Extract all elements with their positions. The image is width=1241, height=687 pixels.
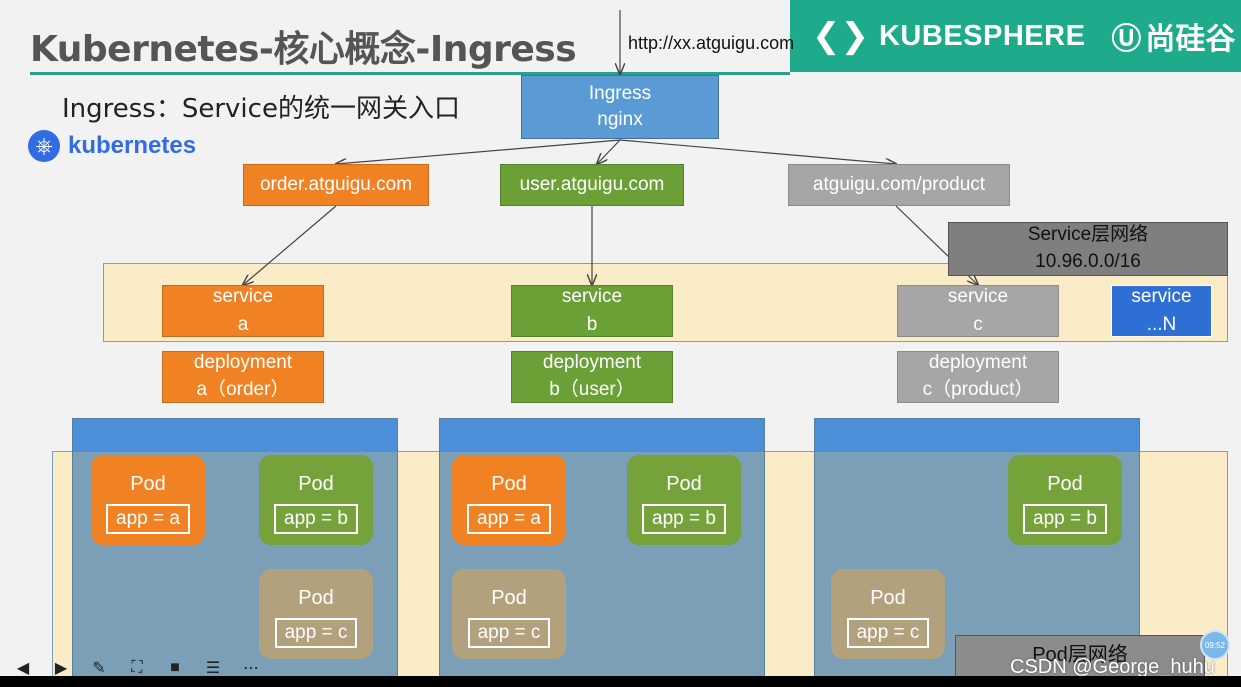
service-label: service (561, 286, 623, 308)
service-name: a (237, 314, 249, 335)
pod-app-label: app = c (467, 618, 551, 648)
deployment-label: deployment (928, 352, 1028, 374)
video-icon[interactable]: ■ (170, 659, 180, 676)
player-toolbar: ◀ ▶ ✎ ⛶ ■ ☰ ⋯ (10, 657, 264, 676)
slide-title: Kubernetes-核心概念-Ingress (30, 29, 577, 70)
pod-card: Pod app = c (452, 569, 566, 659)
order-to-service-a-arrow (243, 205, 337, 285)
title-underline (30, 72, 790, 75)
bottom-black-bar (0, 676, 1241, 687)
pod-card: Pod app = b (259, 455, 373, 545)
service-network-title: Service层网络 (1027, 224, 1149, 246)
helm-wheel-icon: ⎈ (28, 130, 60, 162)
atguigu-icon: Ⓤ (1111, 23, 1142, 56)
pod-app-label: app = c (846, 618, 930, 648)
kubernetes-logo: ⎈ kubernetes (28, 126, 214, 166)
pod-label: Pod (491, 473, 527, 495)
node-header (440, 419, 764, 452)
pod-label: Pod (298, 587, 334, 609)
service-name: ...N (1146, 314, 1177, 335)
brand-banner: ❮❯ KUBESPHERE Ⓤ 尚硅谷 (790, 0, 1241, 72)
ingress-to-order-arrow (336, 139, 621, 164)
deployment-a: deployment a（order） (162, 351, 324, 403)
pod-card: Pod app = c (259, 569, 373, 659)
route-user: user.atguigu.com (500, 164, 684, 206)
ingress-to-product-arrow (619, 139, 896, 164)
service-name: c (973, 314, 983, 335)
service-network-cidr: 10.96.0.0/16 (1035, 251, 1141, 272)
pod-label: Pod (491, 587, 527, 609)
ingress-url: http://xx.atguigu.com (628, 33, 795, 53)
ingress-nginx-box: Ingress nginx (521, 75, 719, 139)
watermark: CSDN @George_huhu (1010, 656, 1215, 676)
route-label: user.atguigu.com (519, 174, 665, 196)
pod-card: Pod app = a (91, 455, 205, 545)
deployment-label: deployment (193, 352, 293, 374)
ingress-to-user-arrow (597, 139, 621, 164)
pod-network-title: Pod层网络 (1032, 644, 1128, 666)
service-label: service (1131, 286, 1192, 308)
kubesphere-brand: KUBESPHERE (878, 19, 1086, 52)
deployment-name: b（user） (549, 379, 635, 400)
pod-card: Pod app = b (1008, 455, 1122, 545)
pod-app-label: app = b (642, 504, 726, 534)
pod-card: Pod app = c (831, 569, 945, 659)
route-label: atguigu.com/product (812, 174, 986, 196)
atguigu-brand: 尚硅谷 (1145, 23, 1236, 56)
node-header (73, 419, 397, 452)
zoom-icon[interactable]: ⛶ (131, 659, 143, 676)
subtitle-icon[interactable]: ☰ (205, 660, 221, 676)
service-label: service (947, 286, 1009, 308)
kubesphere-icon: ❮❯ (812, 17, 869, 55)
route-label: order.atguigu.com (259, 174, 413, 196)
service-name: b (586, 314, 598, 335)
pod-card: Pod app = b (627, 455, 741, 545)
deployment-c: deployment c（product） (897, 351, 1059, 403)
pod-network-label: Pod层网络 (955, 635, 1205, 676)
pod-app-label: app = b (1023, 504, 1107, 534)
prev-icon[interactable]: ◀ (16, 660, 30, 676)
pod-label: Pod (130, 473, 166, 495)
pod-card: Pod app = a (452, 455, 566, 545)
more-icon[interactable]: ⋯ (243, 660, 259, 676)
deployment-label: deployment (542, 352, 642, 374)
deployment-b: deployment b（user） (511, 351, 673, 403)
pod-app-label: app = c (274, 618, 358, 648)
deployment-name: a（order） (196, 379, 290, 400)
service-label: service (212, 286, 274, 308)
pod-app-label: app = a (106, 504, 190, 534)
pod-label: Pod (298, 473, 334, 495)
nginx-label: nginx (597, 109, 643, 130)
pod-label: Pod (666, 473, 702, 495)
kubernetes-logo-text: kubernetes (68, 132, 197, 159)
pod-app-label: app = a (467, 504, 551, 534)
pod-label: Pod (1047, 473, 1083, 495)
deployment-name: c（product） (922, 379, 1034, 400)
clock-badge[interactable]: 09:52 (1200, 630, 1230, 660)
route-product: atguigu.com/product (788, 164, 1010, 206)
node-header (815, 419, 1139, 452)
pod-app-label: app = b (274, 504, 358, 534)
pod-label: Pod (870, 587, 906, 609)
service-n: service ...N (1111, 285, 1212, 337)
slide-subtitle: Ingress：Service的统一网关入口 (62, 94, 460, 124)
service-b: service b (511, 285, 673, 337)
ingress-label: Ingress (588, 83, 652, 105)
service-c: service c (897, 285, 1059, 337)
pen-icon[interactable]: ✎ (92, 660, 106, 676)
service-network-label: Service层网络 10.96.0.0/16 (948, 222, 1228, 276)
service-a: service a (162, 285, 324, 337)
route-order: order.atguigu.com (243, 164, 429, 206)
play-icon[interactable]: ▶ (54, 660, 68, 676)
